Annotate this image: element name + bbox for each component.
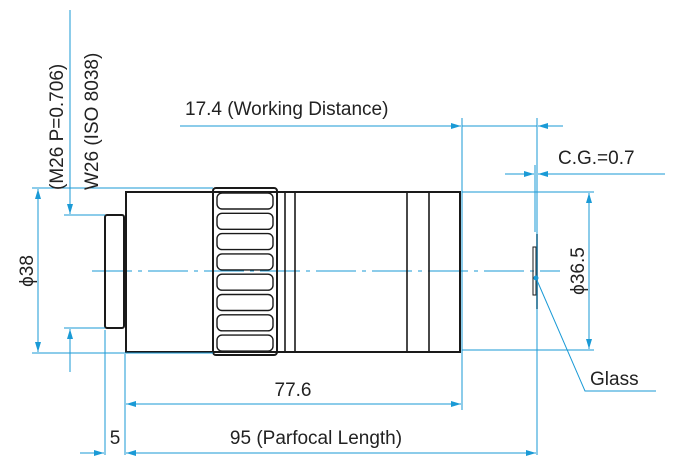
dia-38-label: ϕ38 [17,255,38,287]
dimension-cover-glass: C.G.=0.7 [505,148,665,177]
knurl-ridge [216,314,274,332]
dia-36-5-label: ϕ36.5 [568,247,589,295]
thread-m26-label: (M26 P=0.706) [47,64,68,190]
knurl-ridge [216,273,274,291]
thread-w26-label: W26 (ISO 8038) [82,53,103,190]
dimension-thread: (M26 P=0.706) W26 (ISO 8038) [47,10,105,372]
parfocal-label: 95 (Parfocal Length) [230,428,402,449]
knurl-ridge [216,334,274,352]
length-77-6-label: 77.6 [275,380,312,401]
working-distance-label: 17.4 (Working Distance) [185,99,388,120]
glass-label: Glass [590,369,639,390]
knurled-ring [212,187,278,356]
dimension-working-distance: 17.4 (Working Distance) [180,99,563,129]
knurl-ridge [216,232,274,251]
knurl-ridge [216,253,274,271]
mount-5-label: 5 [110,428,121,449]
glass-leader: Glass [533,275,656,392]
knurl-ridge [216,212,274,231]
dimension-dia-36-5: ϕ36.5 [462,191,594,351]
cover-glass-label: C.G.=0.7 [558,148,635,169]
knurl-ridge [216,293,274,312]
dimension-77-6: 77.6 [126,380,461,407]
dimension-parfocal: 5 95 (Parfocal Length) [80,428,536,456]
dimension-dia-38: ϕ38 [17,187,213,354]
knurl-ridge [216,192,274,210]
lens-body [104,191,461,353]
